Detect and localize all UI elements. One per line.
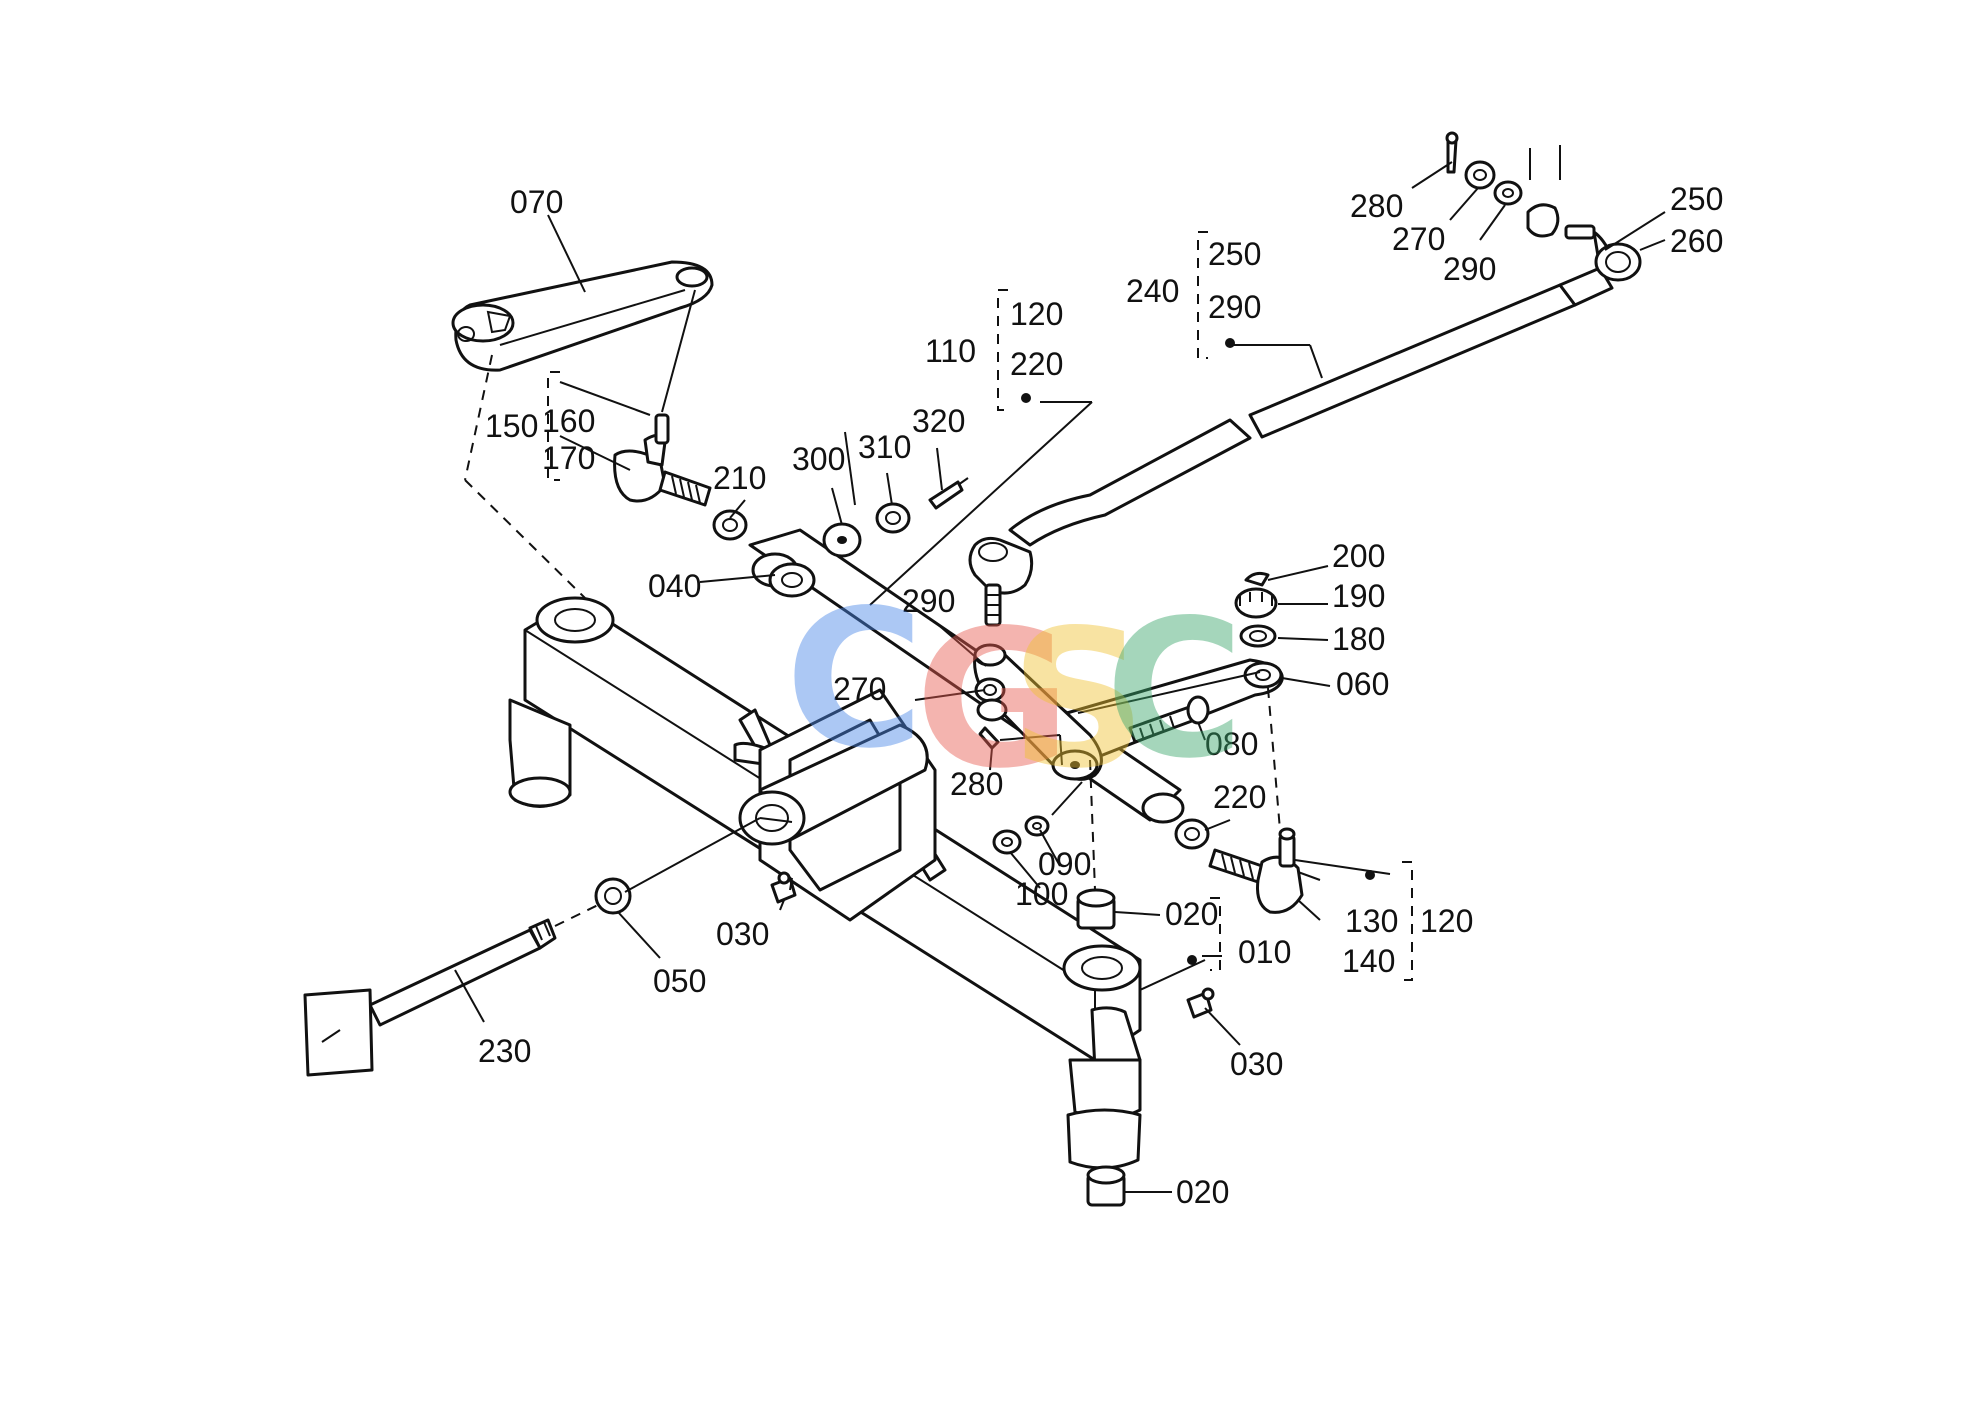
label-150: 150 (485, 408, 538, 444)
part-240-drag-link (968, 266, 1614, 627)
watermark-letter-4: C (1105, 579, 1244, 800)
label-030-left: 030 (716, 916, 769, 952)
label-050: 050 (653, 963, 706, 999)
label-020-top: 020 (1165, 896, 1218, 932)
group-brackets (547, 231, 1413, 981)
part-280-top-cotter-pin (1445, 131, 1459, 174)
label-120: 120 (1420, 903, 1473, 939)
part-050-washer (594, 877, 632, 915)
label-290-mid: 290 (902, 583, 955, 619)
label-080: 080 (1205, 726, 1258, 762)
label-240-290: 290 (1208, 289, 1261, 325)
part-020-bushing-top (1076, 888, 1116, 930)
label-270-top: 270 (1392, 221, 1445, 257)
part-150-tie-rod-end-left (613, 413, 712, 507)
part-220-nut (1174, 818, 1210, 850)
part-200-cotter-pin (1244, 571, 1270, 587)
label-110-220: 220 (1010, 346, 1063, 382)
part-270-top-nut (1464, 160, 1496, 190)
part-300-washer (822, 522, 862, 558)
part-090-washer (1024, 815, 1050, 837)
label-210: 210 (713, 460, 766, 496)
label-310: 310 (858, 429, 911, 465)
part-320-cotter-pin (928, 477, 969, 510)
part-290-top-washer (1493, 180, 1523, 206)
label-110-120: 120 (1010, 296, 1063, 332)
leader-lines (454, 161, 1666, 1193)
label-240: 240 (1126, 273, 1179, 309)
label-320: 320 (912, 403, 965, 439)
part-070-steering-arm (451, 260, 714, 372)
watermark-letter-3: S (1010, 589, 1147, 810)
label-220: 220 (1213, 779, 1266, 815)
label-280-mid: 280 (950, 766, 1003, 802)
label-030-right: 030 (1230, 1046, 1283, 1082)
label-200: 200 (1332, 538, 1385, 574)
label-260: 260 (1670, 223, 1723, 259)
part-180-washer (1239, 624, 1277, 648)
label-280-top: 280 (1350, 188, 1403, 224)
label-090: 090 (1038, 846, 1091, 882)
watermark: C G S C (785, 569, 1244, 810)
label-110: 110 (925, 333, 976, 369)
label-240-250: 250 (1208, 236, 1261, 272)
label-140: 140 (1342, 943, 1395, 979)
label-290-top: 290 (1443, 251, 1496, 287)
part-250-260-tie-rod-end-top (1564, 224, 1642, 282)
label-230: 230 (478, 1033, 531, 1069)
label-060: 060 (1336, 666, 1389, 702)
part-center-link-knuckle (973, 643, 1103, 781)
label-020-bottom: 020 (1176, 1174, 1229, 1210)
watermark-letter-2: G (915, 589, 1071, 810)
label-040: 040 (648, 568, 701, 604)
watermark-letter-1: C (785, 569, 924, 790)
label-300: 300 (792, 441, 845, 477)
part-120-tie-rod-end-right (1208, 827, 1304, 914)
label-190: 190 (1332, 578, 1385, 614)
part-bracket-top (1526, 145, 1561, 238)
part-290-mid-washer (976, 698, 1008, 722)
label-160: 160 (542, 403, 595, 439)
part-190-castle-nut (1234, 587, 1278, 619)
part-230-pivot-pin (303, 918, 557, 1077)
label-130: 130 (1345, 903, 1398, 939)
label-070: 070 (510, 184, 563, 220)
part-310-nut (875, 502, 911, 534)
part-pivot-boss (738, 688, 937, 922)
label-250: 250 (1670, 181, 1723, 217)
part-030-grease-nipple-left (770, 871, 797, 904)
label-270-mid: 270 (833, 671, 886, 707)
part-210-nut (712, 509, 748, 541)
label-170: 170 (542, 440, 595, 476)
part-020-bushing-bottom (1086, 1165, 1126, 1207)
part-030-grease-nipple-right (1186, 987, 1215, 1019)
callout-labels: 070 150 160 170 210 300 310 320 040 110 … (478, 181, 1723, 1210)
label-010: 010 (1238, 934, 1291, 970)
label-100: 100 (1015, 876, 1068, 912)
part-100-nut (992, 829, 1022, 855)
label-180: 180 (1332, 621, 1385, 657)
part-080-bolt (1128, 695, 1210, 744)
